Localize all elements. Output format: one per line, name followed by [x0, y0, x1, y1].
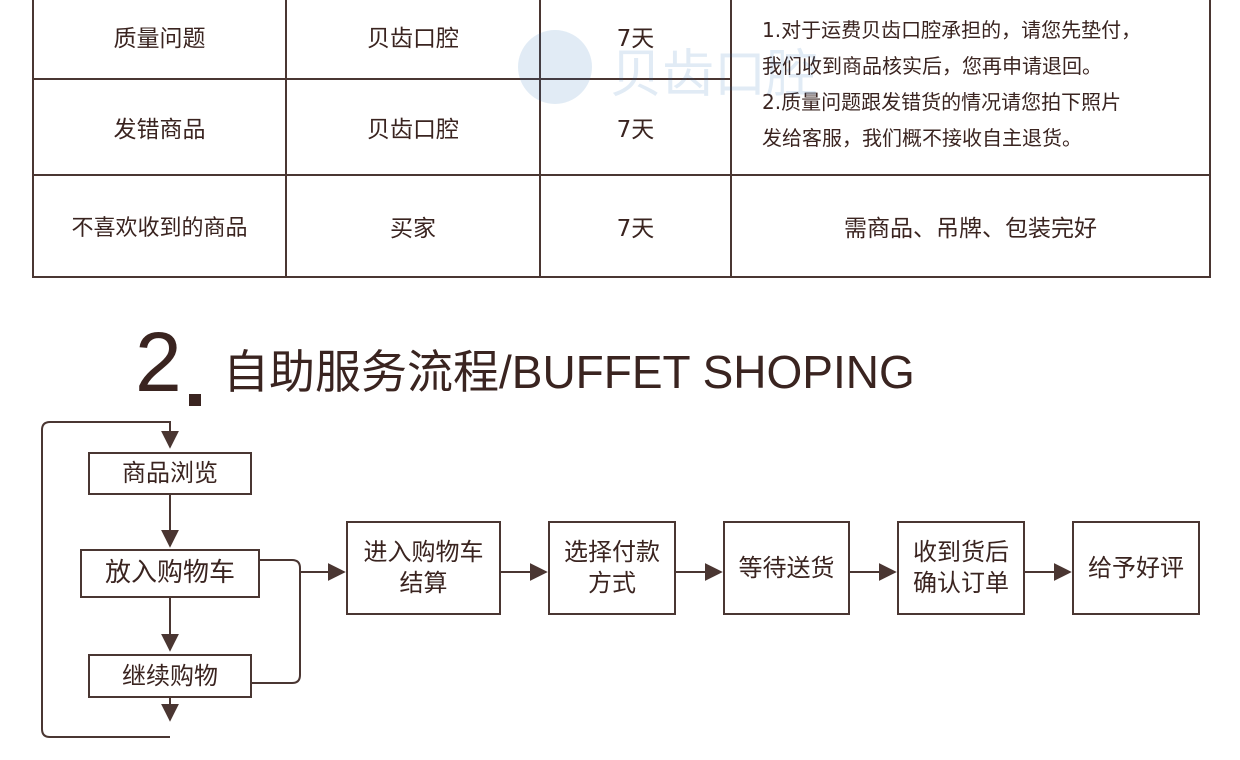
note-line: 1.对于运费贝齿口腔承担的，请您先垫付， — [762, 18, 1142, 42]
reason-cell: 质量问题 — [32, 0, 287, 80]
flow-step-label: 继续购物 — [122, 661, 218, 690]
flow-step-label: 商品浏览 — [122, 459, 218, 487]
flow-step-label: 确认订单 — [913, 569, 1009, 597]
bearer-cell: 贝齿口腔 — [285, 78, 541, 176]
bearer-cell: 买家 — [285, 174, 541, 278]
return-policy-table: 质量问题 贝齿口腔 7天 1.对于运费贝齿口腔承担的，请您先垫付， 我们收到商品… — [32, 0, 1211, 278]
flow-step-payment: 选择付款 方式 — [548, 521, 676, 615]
flow-step-label: 进入购物车 — [363, 538, 484, 566]
loop-back-line — [41, 421, 179, 738]
flow-step-label: 方式 — [588, 569, 636, 597]
flow-step-review: 给予好评 — [1072, 521, 1200, 615]
flow-step-wait-delivery: 等待送货 — [723, 521, 850, 615]
flow-step-confirm-order: 收到货后 确认订单 — [897, 521, 1025, 615]
reason-cell: 不喜欢收到的商品 — [32, 174, 287, 278]
flow-step-checkout: 进入购物车 结算 — [346, 521, 501, 615]
note-line: 2.质量问题跟发错货的情况请您拍下照片 — [762, 90, 1122, 114]
reason-cell: 发错商品 — [32, 78, 287, 176]
flow-step-label: 等待送货 — [738, 553, 835, 582]
flow-step-label: 放入购物车 — [104, 558, 235, 588]
note-line: 我们收到商品核实后，您再申请退回。 — [762, 54, 1102, 78]
table-row: 发错商品 贝齿口腔 7天 — [32, 78, 1210, 176]
days-cell: 7天 — [539, 78, 732, 176]
bearer-cell: 贝齿口腔 — [285, 0, 541, 80]
flow-step-add-to-cart: 放入购物车 — [80, 549, 260, 598]
flow-step-label: 收到货后 — [913, 538, 1009, 566]
days-cell: 7天 — [539, 174, 732, 278]
section-number: 2 — [135, 315, 182, 409]
shipping-note-cell: 1.对于运费贝齿口腔承担的，请您先垫付， 我们收到商品核实后，您再申请退回。 2… — [730, 0, 1211, 176]
flow-step-label: 选择付款 — [564, 538, 660, 566]
bracket-to-checkout — [252, 559, 301, 684]
flow-step-continue-shopping: 继续购物 — [88, 654, 252, 698]
flow-step-label: 给予好评 — [1088, 553, 1184, 582]
flow-step-browse: 商品浏览 — [88, 452, 252, 495]
table-row: 质量问题 贝齿口腔 7天 1.对于运费贝齿口腔承担的，请您先垫付， 我们收到商品… — [32, 0, 1211, 176]
table-row: 不喜欢收到的商品 买家 7天 需商品、吊牌、包装完好 — [32, 174, 1211, 278]
note-line: 发给客服，我们概不接收自主退货。 — [762, 126, 1082, 150]
flow-step-label: 结算 — [399, 569, 448, 597]
condition-note-cell: 需商品、吊牌、包装完好 — [730, 174, 1211, 278]
section-number-dot — [189, 394, 201, 406]
days-cell: 7天 — [539, 0, 732, 80]
section-title: 自助服务流程/BUFFET SHOPING — [223, 346, 915, 398]
